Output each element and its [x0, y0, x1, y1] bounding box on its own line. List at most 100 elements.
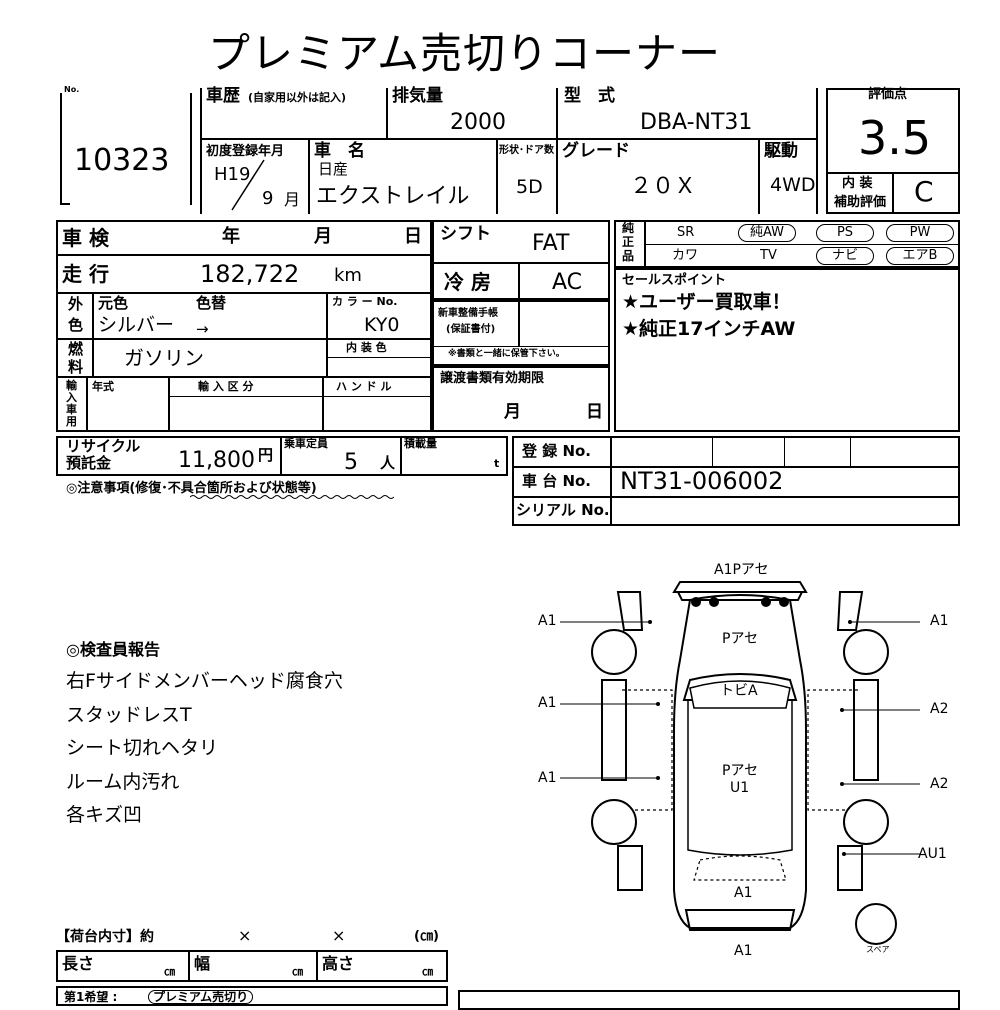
equip-aw: 純AW: [738, 224, 796, 242]
sales-point-line-2: ★純正17インチAW: [622, 318, 796, 340]
history-note: (自家用以外は記入): [248, 91, 347, 104]
bottom-right-box: [458, 990, 960, 1010]
car-maker: 日産: [318, 160, 349, 178]
reg-row2: [512, 496, 960, 498]
manual-div: [518, 300, 520, 346]
fuel-label-1: 燃: [68, 340, 84, 358]
import-type-label: 輸 入 区 分: [198, 380, 254, 393]
shaken-day-unit: 日: [404, 226, 422, 247]
car-name: エクストレイル: [316, 184, 470, 209]
doors-value: 5D: [516, 176, 543, 198]
mileage-value: 182,722: [200, 260, 300, 288]
first-reg-year: H19: [214, 164, 251, 185]
sales-point-box: [614, 268, 960, 432]
dmg-rear: A1: [734, 943, 753, 959]
cargo-div1: [188, 950, 190, 982]
report-line-2: スタッドレスT: [66, 704, 192, 726]
caution-underline: [190, 495, 394, 499]
score-label: 評価点: [868, 87, 908, 102]
recycle-label-2: 預託金: [66, 454, 112, 472]
color-code-label: カ ラ ー No.: [332, 295, 398, 308]
outer-color-label-2: 色: [68, 316, 84, 334]
model-label: 型 式: [564, 86, 615, 106]
lot-bracket-right: [190, 93, 192, 205]
report-title: ◎検査員報告: [66, 640, 160, 659]
cargo-width-unit: ㎝: [292, 965, 303, 978]
ac-label: 冷 房: [444, 270, 491, 294]
reg-cell-1: [712, 436, 713, 466]
transfer-box: [432, 366, 610, 432]
manual-box: [432, 300, 610, 366]
cargo-times-1: ×: [238, 926, 252, 945]
cargo-times-2: ×: [332, 926, 346, 945]
import-div2: [322, 376, 324, 432]
equip-leather: カワ: [672, 248, 699, 263]
lot-no-label: No.: [64, 85, 80, 94]
transfer-label: 譲渡書類有効期限: [440, 371, 545, 386]
grade-value: ２０Ｘ: [630, 174, 697, 199]
model-value: DBA-NT31: [640, 110, 753, 135]
vinfo-div5: [758, 138, 760, 214]
import-label-1: 入: [66, 391, 77, 404]
cargo-div2: [316, 950, 318, 982]
car-name-label: 車 名: [314, 141, 365, 161]
manual-label-2: (保証書付): [446, 324, 496, 335]
load-unit: t: [494, 457, 500, 470]
equip-sr: SR: [677, 225, 695, 240]
equipment-label-3: 品: [622, 249, 635, 263]
mileage-unit: km: [334, 265, 362, 286]
recycle-div1: [280, 436, 282, 476]
page-title: プレミアム売切りコーナー: [208, 29, 722, 78]
registration-box: [512, 436, 960, 526]
equip-pw: PW: [886, 224, 954, 242]
shift-div: [518, 262, 520, 300]
cargo-height-label: 高さ: [322, 954, 355, 973]
equipment-label-1: 純: [622, 221, 635, 235]
dmg-hood: Pアセ: [722, 631, 759, 647]
recycle-unit: 円: [258, 446, 274, 464]
import-label-div: [86, 376, 88, 432]
vinfo-div1: [386, 88, 388, 138]
drive-label: 駆動: [764, 141, 798, 161]
shift-box: [432, 220, 610, 300]
history-label: 車歴: [206, 86, 240, 106]
displacement-label: 排気量: [392, 86, 443, 106]
color-label-div: [92, 292, 94, 376]
shift-value: FAT: [532, 231, 570, 256]
fuel-value: ガソリン: [124, 346, 204, 370]
grid-row2: [56, 292, 432, 294]
reg-row1: [512, 466, 960, 468]
dmg-roof: トビA: [720, 683, 758, 699]
ac-value: AC: [552, 270, 583, 295]
displacement-value: 2000: [450, 110, 506, 135]
car-diagram: [560, 581, 920, 945]
mileage-label: 走 行: [62, 262, 109, 286]
chassis-value: NT31-006002: [620, 467, 784, 495]
fuel-label-2: 料: [68, 358, 84, 376]
vinfo-mid-line: [200, 138, 818, 140]
shift-row: [432, 262, 610, 264]
vinfo-div4: [496, 138, 498, 214]
manual-note: ※書類と一緒に保管下さい。: [448, 349, 565, 359]
dmg-roof2-b: U1: [730, 780, 750, 796]
drive-value: 4WD: [770, 174, 816, 196]
interior-value: C: [914, 175, 934, 208]
dmg-left-2: A1: [538, 695, 557, 711]
main-info-grid: [56, 220, 432, 432]
recycle-box: [56, 436, 508, 476]
transfer-month-unit: 月: [504, 402, 521, 422]
shift-label: シフト: [440, 224, 491, 244]
vinfo-left-line: [200, 88, 202, 214]
import-div1: [168, 376, 170, 432]
report-line-3: シート切れヘタリ: [66, 737, 219, 759]
dmg-right-3: A2: [930, 776, 949, 792]
equip-navi: ナビ: [816, 247, 874, 265]
first-reg-label: 初度登録年月: [206, 144, 285, 159]
first-reg-slash: [231, 159, 265, 211]
dmg-left-3: A1: [538, 770, 557, 786]
reg-no-label: 登 録 No.: [522, 442, 592, 460]
grid-row4: [56, 376, 432, 378]
manual-row: [432, 346, 610, 347]
hope-value: プレミアム売切り: [148, 990, 254, 1004]
chassis-label: 車 台 No.: [522, 472, 592, 490]
